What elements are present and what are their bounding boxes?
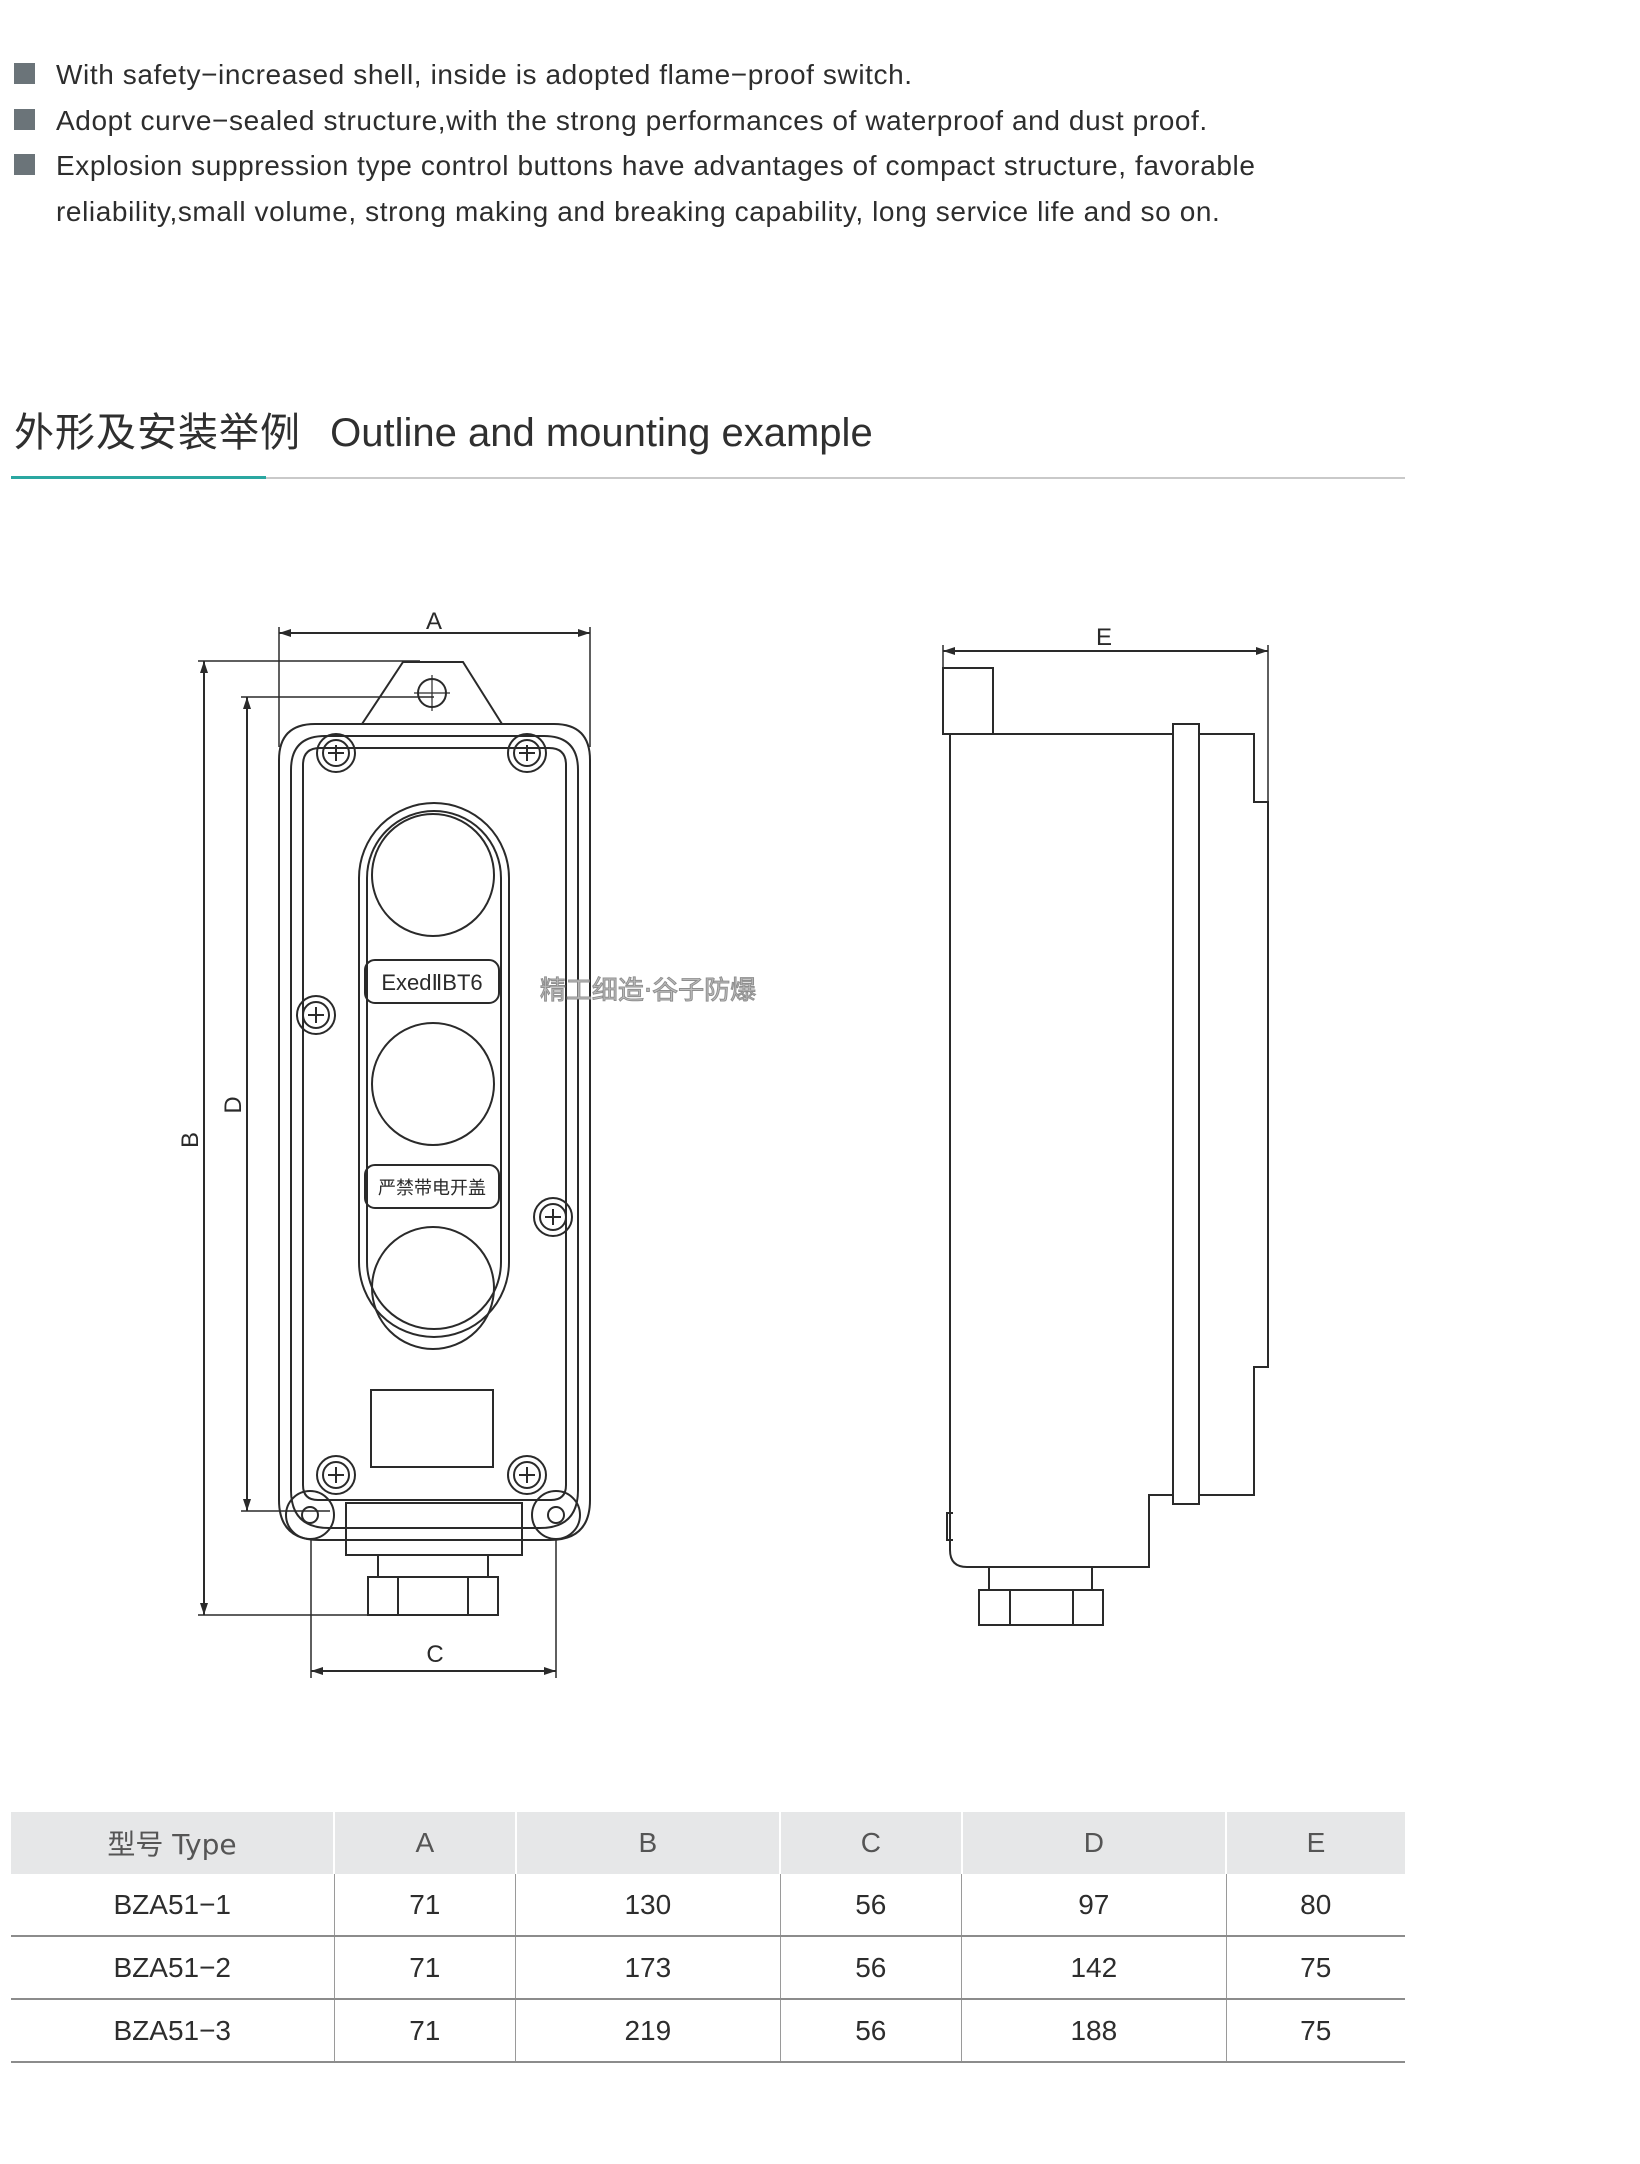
front-view: A B D C (177, 608, 591, 1678)
table-header: E (1225, 1812, 1405, 1874)
table-cell: 80 (1225, 1874, 1405, 1937)
table-row: BZA51−1 71 130 56 97 80 (11, 1874, 1405, 1937)
table-cell: 219 (515, 1999, 780, 2063)
table-cell: 56 (779, 1936, 962, 2000)
ex-rating-label: ExedⅡBT6 (381, 970, 482, 995)
table-cell: BZA51−3 (11, 1999, 334, 2063)
feature-list: With safety−increased shell, inside is a… (14, 52, 1414, 234)
section-divider (11, 477, 1405, 479)
table-cell: 75 (1225, 1999, 1405, 2063)
section-title-cn: 外形及安装举例 (14, 410, 301, 456)
feature-text: Explosion suppression type control butto… (56, 150, 1256, 227)
spec-table: 型号 Type A B C D E BZA51−1 71 130 56 97 8… (11, 1812, 1405, 2063)
table-header: A (333, 1812, 516, 1874)
table-cell: BZA51−1 (11, 1874, 334, 1937)
warning-label: 严禁带电开盖 (378, 1178, 486, 1199)
table-cell: 75 (1225, 1936, 1405, 2000)
table-row: BZA51−2 71 173 56 142 75 (11, 1936, 1405, 2000)
feature-item: With safety−increased shell, inside is a… (14, 52, 1414, 98)
table-cell: 71 (333, 1999, 516, 2063)
table-cell: 71 (333, 1874, 516, 1937)
feature-item: Adopt curve−sealed structure,with the st… (14, 98, 1414, 144)
section-divider-accent (11, 476, 266, 479)
dim-label-d: D (220, 1096, 247, 1113)
table-cell: 56 (779, 1874, 962, 1937)
table-header-row: 型号 Type A B C D E (11, 1812, 1405, 1874)
watermark: 精工细造·谷子防爆 (540, 976, 756, 1006)
table-header: B (514, 1812, 780, 1874)
table-cell: 56 (779, 1999, 962, 2063)
dim-label-c: C (426, 1641, 443, 1668)
table-cell: 71 (333, 1936, 516, 2000)
table-cell: 97 (961, 1874, 1226, 1937)
table-cell: 188 (961, 1999, 1226, 2063)
table-cell: 173 (515, 1936, 780, 2000)
feature-text: With safety−increased shell, inside is a… (56, 59, 913, 90)
table-header: D (960, 1812, 1226, 1874)
feature-item: Explosion suppression type control butto… (14, 143, 1414, 234)
dim-label-b: B (177, 1132, 204, 1148)
table-header: C (779, 1812, 962, 1874)
bullet-square-icon (14, 154, 35, 175)
table-header: 型号 Type (11, 1812, 334, 1874)
bullet-square-icon (14, 108, 35, 130)
dim-label-a: A (426, 608, 442, 635)
section-title: 外形及安装举例 Outline and mounting example (14, 400, 873, 458)
table-cell: BZA51−2 (11, 1936, 334, 2000)
side-view: E (942, 624, 1269, 1626)
dim-label-e: E (1096, 624, 1112, 651)
table-row: BZA51−3 71 219 56 188 75 (11, 1999, 1405, 2063)
table-cell: 142 (961, 1936, 1226, 2000)
feature-text: Adopt curve−sealed structure,with the st… (56, 104, 1208, 136)
bullet-square-icon (14, 63, 35, 84)
section-title-en: Outline and mounting example (330, 411, 873, 455)
table-cell: 130 (515, 1874, 780, 1937)
outline-drawing: A B D C (177, 608, 1269, 1678)
